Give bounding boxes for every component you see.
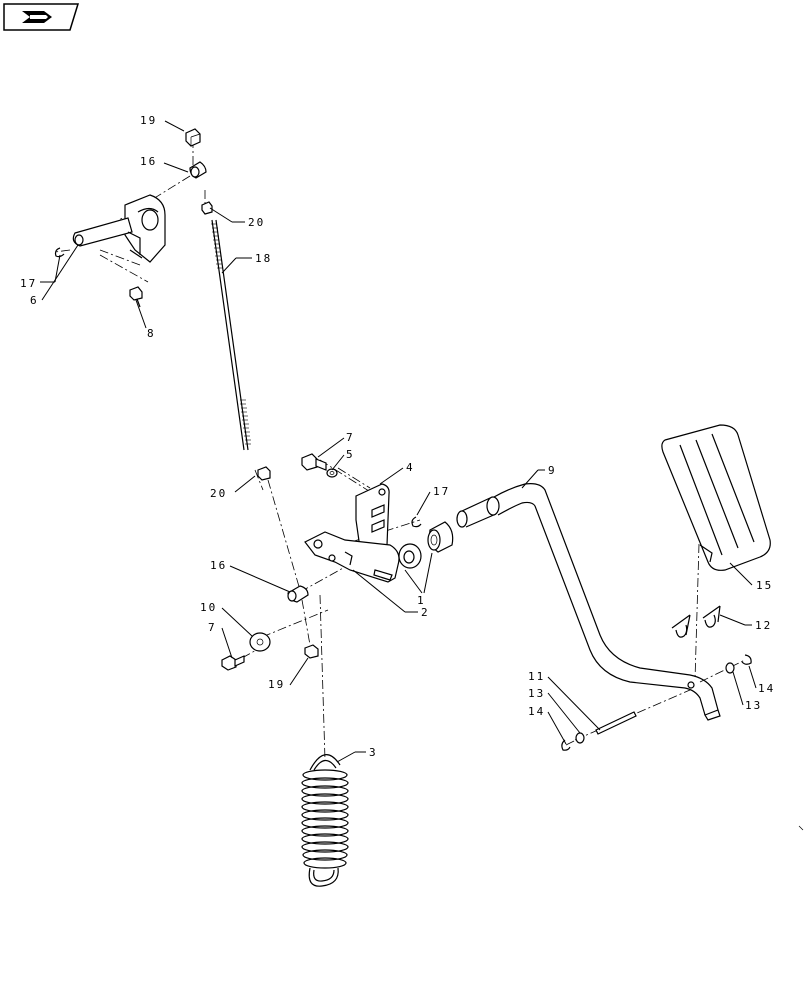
part-4-bracket	[355, 483, 390, 553]
callout-20-top: 20	[248, 216, 265, 229]
leader-lines	[40, 120, 757, 763]
callout-12: 12	[755, 619, 772, 632]
callout-2: 2	[421, 606, 430, 619]
part-16-bushing-bottom	[287, 585, 309, 603]
callout-13-right: 13	[745, 699, 762, 712]
part-9-pedal-arm	[456, 483, 721, 721]
part-16-bushing-top	[189, 161, 207, 179]
part-12-return-springs	[671, 605, 721, 638]
callout-11: 11	[528, 670, 545, 683]
part-19-nut-top	[185, 128, 201, 147]
callout-14-left: 14	[528, 705, 545, 718]
part-10-flat-washer	[249, 632, 271, 652]
callout-20-bottom: 20	[210, 487, 227, 500]
callout-7-lower: 7	[208, 621, 217, 634]
part-5-lock-washer	[326, 468, 338, 478]
callout-16-bottom: 16	[210, 559, 227, 572]
callout-19-top: 19	[140, 114, 157, 127]
back-arrow-icon	[22, 11, 52, 23]
callout-15: 15	[756, 579, 773, 592]
part-20-nut-top	[201, 201, 213, 215]
callout-14-right: 14	[758, 682, 775, 695]
callout-9: 9	[548, 464, 557, 477]
callout-5: 5	[346, 448, 355, 461]
callout-13-left: 13	[528, 687, 545, 700]
back-button[interactable]	[3, 3, 80, 31]
part-15-pedal-pad	[661, 424, 771, 571]
part-17-clip-top	[54, 247, 65, 258]
part-8-bolt	[129, 286, 143, 308]
callout-1: 1	[417, 594, 426, 607]
callout-18: 18	[255, 252, 272, 265]
part-3-return-spring	[301, 754, 349, 887]
part-7-bolt-lower	[221, 655, 245, 671]
part-20-nut-bottom	[257, 466, 271, 481]
callout-3: 3	[369, 746, 378, 759]
part-13-washer-right	[725, 662, 735, 674]
part-17-clip-bottom	[411, 516, 422, 528]
part-7-bolt-upper	[301, 453, 327, 471]
part-11-pin	[595, 711, 637, 735]
part-14-clip-left	[561, 739, 571, 751]
corner-mark	[798, 825, 804, 831]
part-18-threaded-rod	[211, 219, 251, 451]
callout-10: 10	[200, 601, 217, 614]
callout-17-bottom: 17	[433, 485, 450, 498]
callout-numbers: 19 16 20 18 17 6 8 7 5 4 9 17 20 16 1 2 …	[20, 114, 775, 759]
callout-7-upper: 7	[346, 431, 355, 444]
part-14-clip-right	[741, 654, 752, 665]
part-1-flange-bushings	[398, 521, 454, 569]
part-13-washer-left	[575, 732, 585, 744]
part-6-throttle-lever	[72, 194, 166, 263]
callout-17-top: 17	[20, 277, 37, 290]
callout-4: 4	[406, 461, 415, 474]
callout-6: 6	[30, 294, 39, 307]
callout-8: 8	[147, 327, 156, 340]
part-19-nut-bottom	[304, 644, 319, 659]
callout-16-top: 16	[140, 155, 157, 168]
callout-19-bottom: 19	[268, 678, 285, 691]
